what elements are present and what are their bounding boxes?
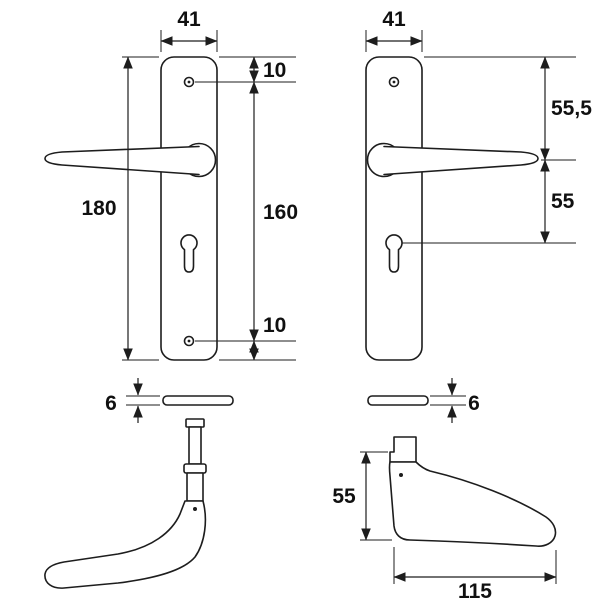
dimension-plate-height: 180 xyxy=(81,56,159,361)
spindle-stub-right xyxy=(389,436,417,463)
handle-collar xyxy=(183,463,207,474)
front-view-right xyxy=(365,56,539,361)
grip-screw-dot-right xyxy=(399,473,403,477)
dimension-plate-width-left: 41 xyxy=(160,8,218,52)
keyhole-right xyxy=(385,234,403,273)
dim-label-handle-length: 115 xyxy=(458,580,492,600)
dimension-plate-width-right: 41 xyxy=(365,8,423,52)
dim-label-plate-top-to-handle: 55,5 xyxy=(551,97,592,120)
dim-label-plate-width-left: 41 xyxy=(177,8,201,31)
dim-label-hole-spacing: 160 xyxy=(263,201,298,224)
dim-label-plate-width-right: 41 xyxy=(382,8,406,31)
handle-side-view-right xyxy=(388,436,557,547)
handle-side-view-left xyxy=(44,418,207,589)
lever-right xyxy=(383,145,539,176)
screw-hole-top-left-center xyxy=(187,80,191,84)
dim-label-thickness-left: 6 xyxy=(105,392,117,415)
front-view-left xyxy=(44,56,218,361)
dim-label-thickness-right: 6 xyxy=(468,392,480,415)
backplate-left xyxy=(160,56,218,361)
dim-label-plate-height: 180 xyxy=(81,197,116,220)
screw-hole-bottom-left xyxy=(183,335,195,347)
lever-left xyxy=(44,145,200,176)
dimension-handle-drop: 55 xyxy=(332,451,392,541)
plate-edge-view-left xyxy=(162,395,234,406)
screw-hole-bottom-left-center xyxy=(187,339,191,343)
spindle-cap xyxy=(185,418,205,428)
handle-neck xyxy=(186,472,204,502)
dimension-handle-length: 115 xyxy=(393,547,557,603)
backplate-right xyxy=(365,56,423,361)
lever-left-fill xyxy=(45,146,199,175)
plate-edge-view-right xyxy=(367,395,429,406)
dim-label-top-hole-offset: 10 xyxy=(263,59,286,82)
dimension-thickness-left: 6 xyxy=(105,378,160,423)
screw-hole-top-right-center xyxy=(392,80,396,84)
dim-label-handle-to-keyhole: 55 xyxy=(551,190,575,213)
dimension-hole-offsets: 10 160 10 xyxy=(195,56,298,361)
lever-right-fill xyxy=(384,146,538,175)
dimension-thickness-right: 6 xyxy=(430,378,480,423)
handle-grip-right xyxy=(388,461,557,547)
spindle-rod xyxy=(188,426,202,465)
dimension-handle-and-keyhole-position: 55,5 55 xyxy=(402,56,592,244)
handle-grip-left xyxy=(44,500,207,589)
dim-label-bottom-hole-offset: 10 xyxy=(263,314,286,337)
grip-screw-dot-left xyxy=(193,507,197,511)
screw-hole-top-right xyxy=(388,76,400,88)
screw-hole-top-left xyxy=(183,76,195,88)
dim-label-handle-drop: 55 xyxy=(332,485,356,508)
keyhole-left xyxy=(180,234,198,273)
